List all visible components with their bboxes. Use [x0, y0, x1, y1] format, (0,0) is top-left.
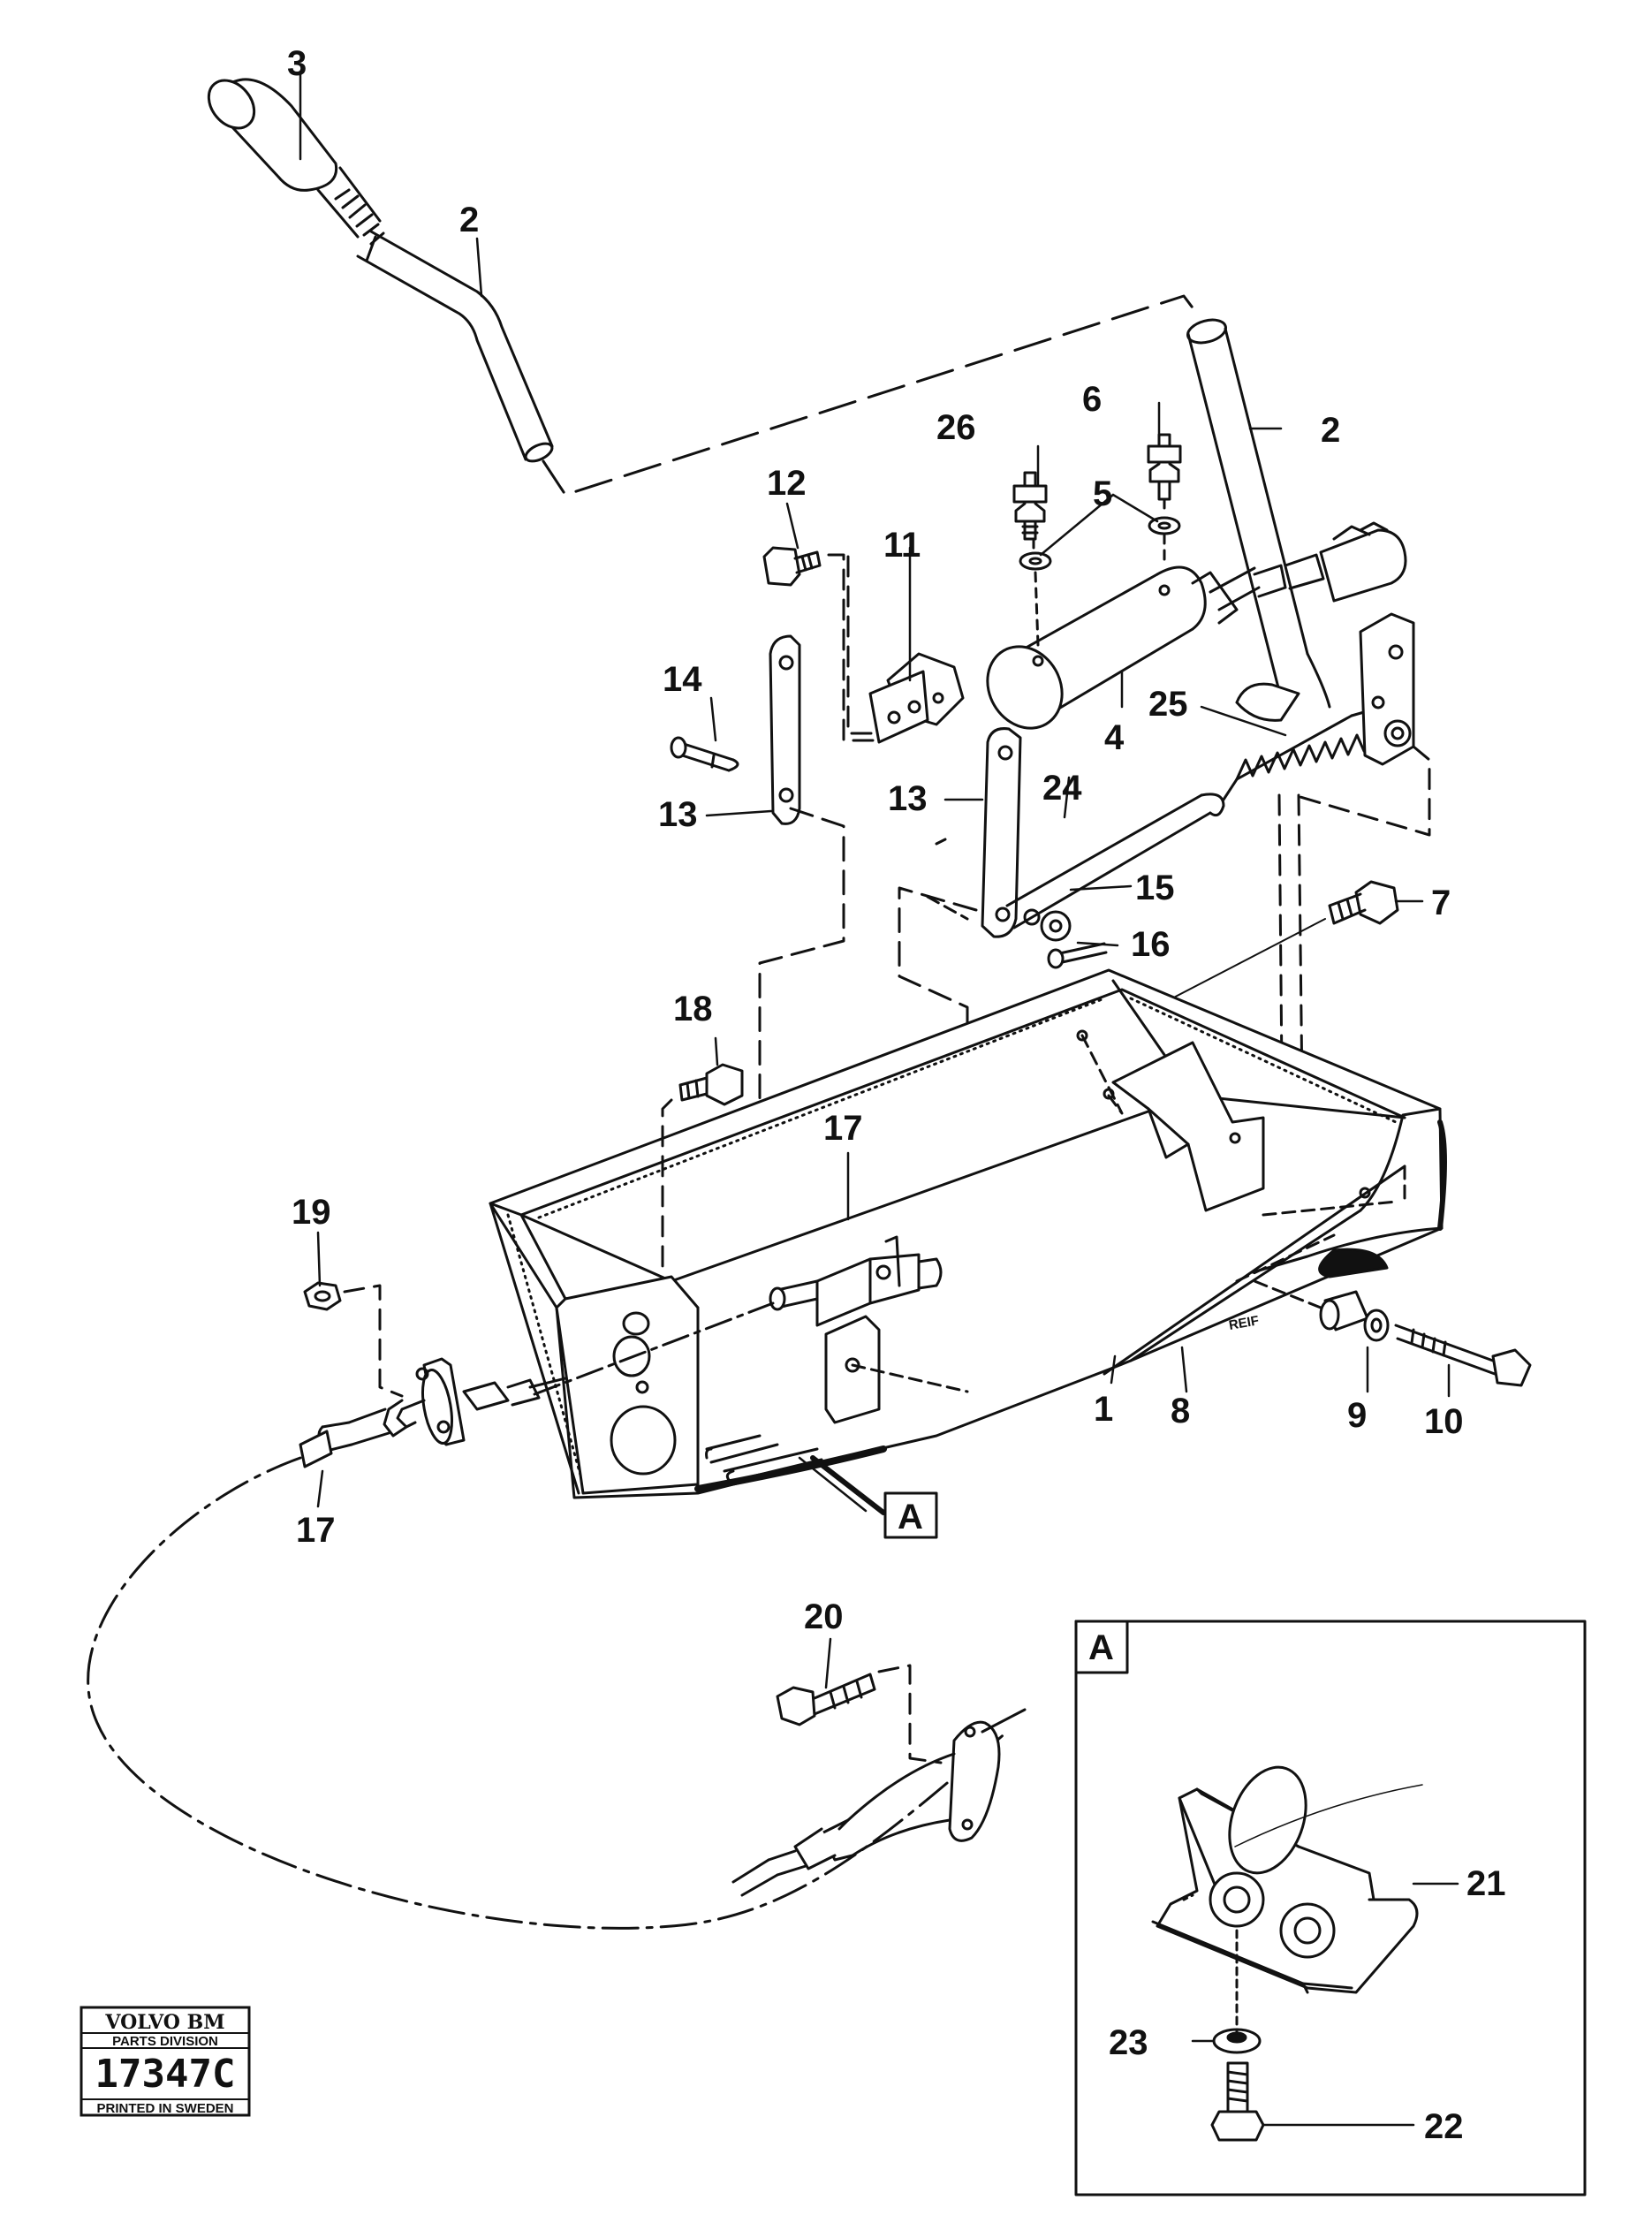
spacer-8 — [1319, 1290, 1369, 1332]
detail-box-a-label: A — [1088, 1628, 1114, 1667]
adjuster-screw-26 — [1012, 471, 1048, 541]
detail-a-box — [1074, 1620, 1587, 2196]
washer-15 — [1040, 910, 1072, 942]
bolt-20 — [776, 1673, 876, 1726]
cable-loop — [87, 1456, 1009, 1930]
callout-8: 8 — [1171, 1392, 1190, 1430]
arm-dash — [926, 838, 969, 921]
gear-lever — [356, 230, 554, 463]
dash-link-left — [758, 807, 845, 1283]
gear-lever-upper — [1186, 318, 1331, 709]
callout-23: 23 — [1109, 2023, 1148, 2062]
nut-19 — [303, 1281, 342, 1311]
link-13-left — [769, 634, 801, 825]
callout-15: 15 — [1135, 869, 1175, 907]
callout-4: 4 — [1104, 718, 1125, 757]
cable-end-flange — [731, 1708, 1027, 1897]
callout-26: 26 — [936, 408, 976, 447]
engraving-text: REIF — [1228, 1313, 1261, 1333]
cotter-pin-16 — [1047, 942, 1108, 969]
callout-10: 10 — [1424, 1402, 1464, 1441]
cable-line-dash — [533, 1301, 775, 1396]
control-cable — [299, 1357, 567, 1468]
callout-13-right: 13 — [888, 779, 928, 818]
mount-dash — [851, 1363, 969, 1393]
bolt-12 — [762, 546, 822, 587]
dash-11 — [846, 555, 876, 735]
callout-17-lower: 17 — [296, 1511, 336, 1550]
callout-2-right: 2 — [1321, 411, 1340, 450]
clevis-bracket — [769, 1235, 943, 1327]
callout-20: 20 — [804, 1597, 844, 1636]
callout-5: 5 — [1093, 474, 1112, 513]
callout-1: 1 — [1094, 1390, 1113, 1429]
callout-17-upper: 17 — [823, 1109, 863, 1148]
stamp-printed: PRINTED IN SWEDEN — [96, 2101, 233, 2116]
callout-7: 7 — [1431, 884, 1451, 922]
callout-19: 19 — [292, 1193, 331, 1232]
screw-22 — [1210, 2061, 1265, 2142]
callout-12: 12 — [767, 464, 807, 503]
weld-nut-plate — [1151, 1765, 1419, 1994]
callout-11: 11 — [883, 526, 921, 565]
callout-21: 21 — [1466, 1864, 1506, 1903]
lever-connection-line — [542, 294, 1199, 497]
bracket-11 — [868, 652, 965, 744]
callout-24: 24 — [1042, 769, 1082, 808]
callout-6: 6 — [1082, 380, 1102, 419]
washer-23 — [1212, 2028, 1262, 2054]
dash-18 — [661, 1098, 673, 1274]
stamp-brand: VOLVO BM — [104, 2011, 224, 2034]
washer-9 — [1363, 1309, 1390, 1342]
callout-3: 3 — [287, 44, 307, 83]
callout-18: 18 — [673, 990, 713, 1028]
callout-9: 9 — [1347, 1396, 1367, 1435]
callout-13-left: 13 — [658, 795, 698, 834]
link-13-right — [981, 727, 1022, 938]
callout-14: 14 — [663, 660, 702, 699]
detail-tag-pointer — [810, 1455, 886, 1515]
leader-lines — [299, 71, 1459, 2127]
parts-stamp: VOLVO BM PARTS DIVISION 17347C PRINTED I… — [80, 2006, 251, 2117]
mount-plate — [824, 1315, 881, 1424]
bolt-18 — [678, 1063, 744, 1106]
dash-20 — [877, 1664, 943, 1764]
adjuster-screw-6 — [1147, 433, 1182, 501]
stamp-division: PARTS DIVISION — [112, 2034, 218, 2049]
stamp-number: 17347C — [95, 2052, 236, 2097]
callout-16: 16 — [1131, 925, 1171, 964]
pivot-dash — [1292, 745, 1431, 837]
bolt-10 — [1394, 1324, 1532, 1387]
pivot-bracket — [1235, 612, 1415, 766]
detail-tag-a-label: A — [898, 1498, 923, 1536]
lever-knob — [207, 78, 382, 239]
washer-5a — [1019, 551, 1052, 571]
dash-bolt-12 — [827, 553, 876, 742]
pin-14 — [670, 736, 739, 772]
callout-22: 22 — [1424, 2107, 1464, 2146]
damper-cylinder — [986, 521, 1407, 730]
callout-2-left: 2 — [459, 201, 479, 239]
dash-26 — [1032, 539, 1040, 647]
dash-19 — [343, 1284, 404, 1398]
housing-1 — [489, 968, 1447, 1499]
callout-numbers: 3 2 2 26 6 5 12 11 14 4 25 13 13 24 15 1… — [287, 44, 1506, 2146]
detail-tag-a — [883, 1491, 938, 1539]
dash-8 — [1253, 1279, 1322, 1309]
callout-25: 25 — [1148, 685, 1188, 724]
return-spring — [1222, 705, 1384, 801]
lever-thread — [334, 188, 385, 246]
arm-24 — [1005, 793, 1225, 929]
